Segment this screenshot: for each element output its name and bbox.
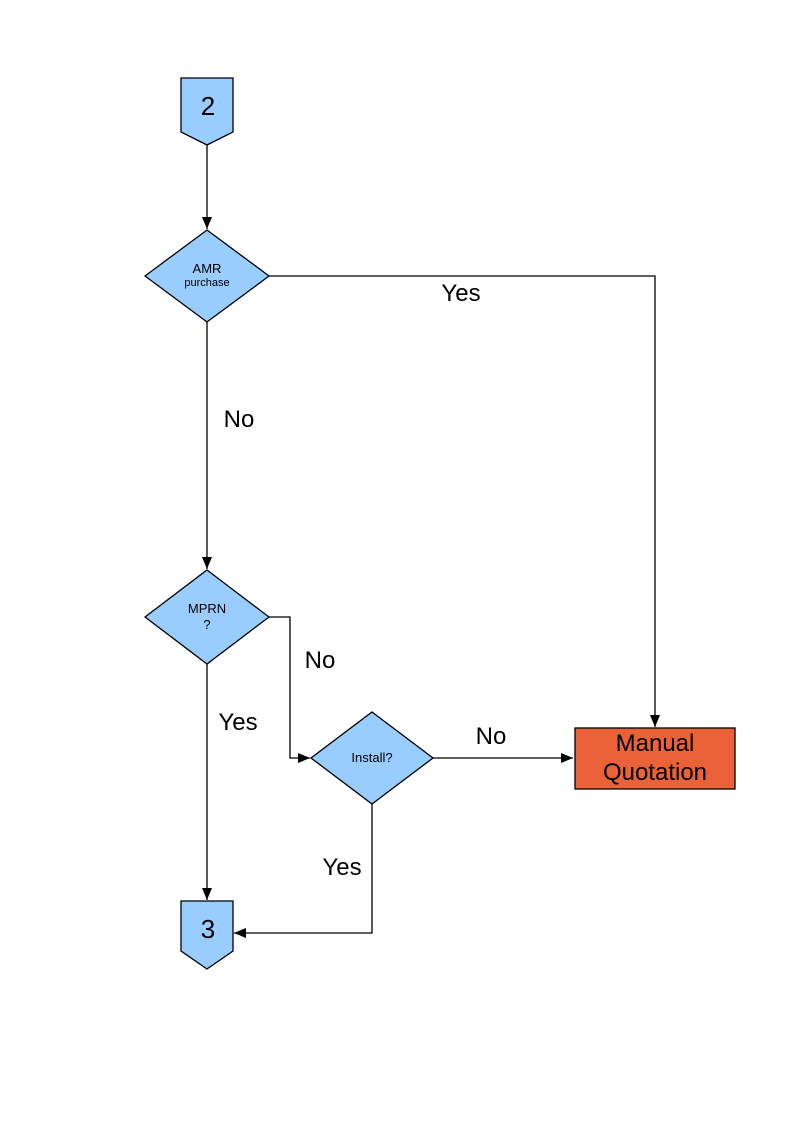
edge-label-mprn-yes: Yes — [218, 709, 258, 736]
edge-amr-yes-to-manual-quotation — [269, 275, 660, 727]
process-manual-quotation-text: Manual Quotation — [575, 728, 735, 789]
decision-install-text: Install? — [311, 713, 433, 803]
off-page-connector-3-shape — [180, 900, 234, 970]
edge-label-mprn-no: No — [304, 647, 336, 674]
decision-mprn-line2: ? — [203, 617, 211, 632]
edge-label-install-no: No — [475, 723, 507, 750]
edge-label-install-yes: Yes — [322, 854, 362, 881]
edge-label-amr-no: No — [223, 406, 255, 433]
process-manual-quotation-shape — [574, 727, 736, 790]
off-page-connector-2-shape — [180, 77, 234, 146]
decision-install-line1: Install? — [351, 749, 393, 765]
process-manual-quotation-line1: Manual — [615, 730, 695, 758]
decision-amr-purchase-line2: purchase — [184, 277, 230, 290]
process-manual-quotation-line2: Quotation — [602, 758, 708, 786]
edge-install-yes-to-connector3 — [234, 804, 373, 938]
decision-mprn-line1: MPRN — [187, 600, 227, 616]
edge-mprn-no-to-install — [269, 616, 310, 763]
decision-install-shape — [309, 711, 435, 805]
nodes — [143, 77, 736, 970]
edges — [202, 145, 660, 938]
decision-amr-purchase-line1: AMR — [192, 261, 222, 276]
decision-mprn-shape — [143, 569, 271, 665]
decision-amr-purchase-shape — [143, 229, 271, 323]
decision-mprn-text: MPRN ? — [145, 571, 269, 663]
edge-label-amr-yes: Yes — [441, 280, 481, 307]
decision-amr-purchase-text: AMR purchase — [145, 231, 269, 321]
off-page-connector-2-label: 2 — [200, 91, 216, 121]
off-page-connector-3-label: 3 — [200, 914, 216, 944]
